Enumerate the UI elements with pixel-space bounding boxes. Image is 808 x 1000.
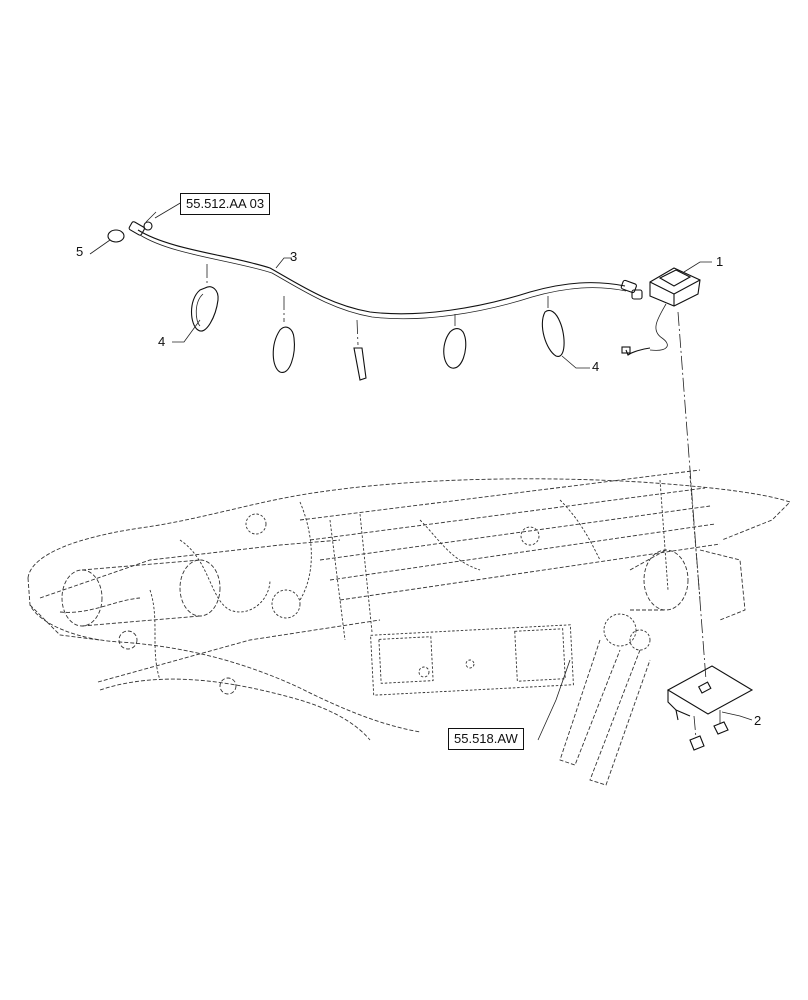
cable-tie-2 <box>272 296 295 373</box>
callout-item-5: 5 <box>76 244 84 259</box>
bolt-upper <box>713 710 729 735</box>
electronic-module <box>621 267 701 356</box>
machine-frame <box>27 469 791 786</box>
callout-item-3: 3 <box>290 249 298 264</box>
leader-lines <box>89 201 753 741</box>
grommet-part <box>107 229 125 243</box>
cable-tie-3 <box>443 314 467 369</box>
cable-tie-1 <box>190 264 219 332</box>
mounting-bracket <box>666 665 754 721</box>
callout-item-4-left: 4 <box>158 334 166 349</box>
callout-item-4-right: 4 <box>592 359 600 374</box>
reference-box-bottom: 55.518.AW <box>448 728 524 750</box>
module-assembly-line <box>677 311 707 681</box>
bolt-lower <box>689 715 705 751</box>
harness-connector-left <box>128 211 157 236</box>
cable-tie-4 <box>541 296 565 357</box>
callout-item-1: 1 <box>716 254 724 269</box>
callout-item-2: 2 <box>754 713 762 728</box>
harness-connector-right <box>620 279 643 300</box>
reference-box-top: 55.512.AA 03 <box>180 193 271 215</box>
wiring-harness <box>128 211 643 381</box>
